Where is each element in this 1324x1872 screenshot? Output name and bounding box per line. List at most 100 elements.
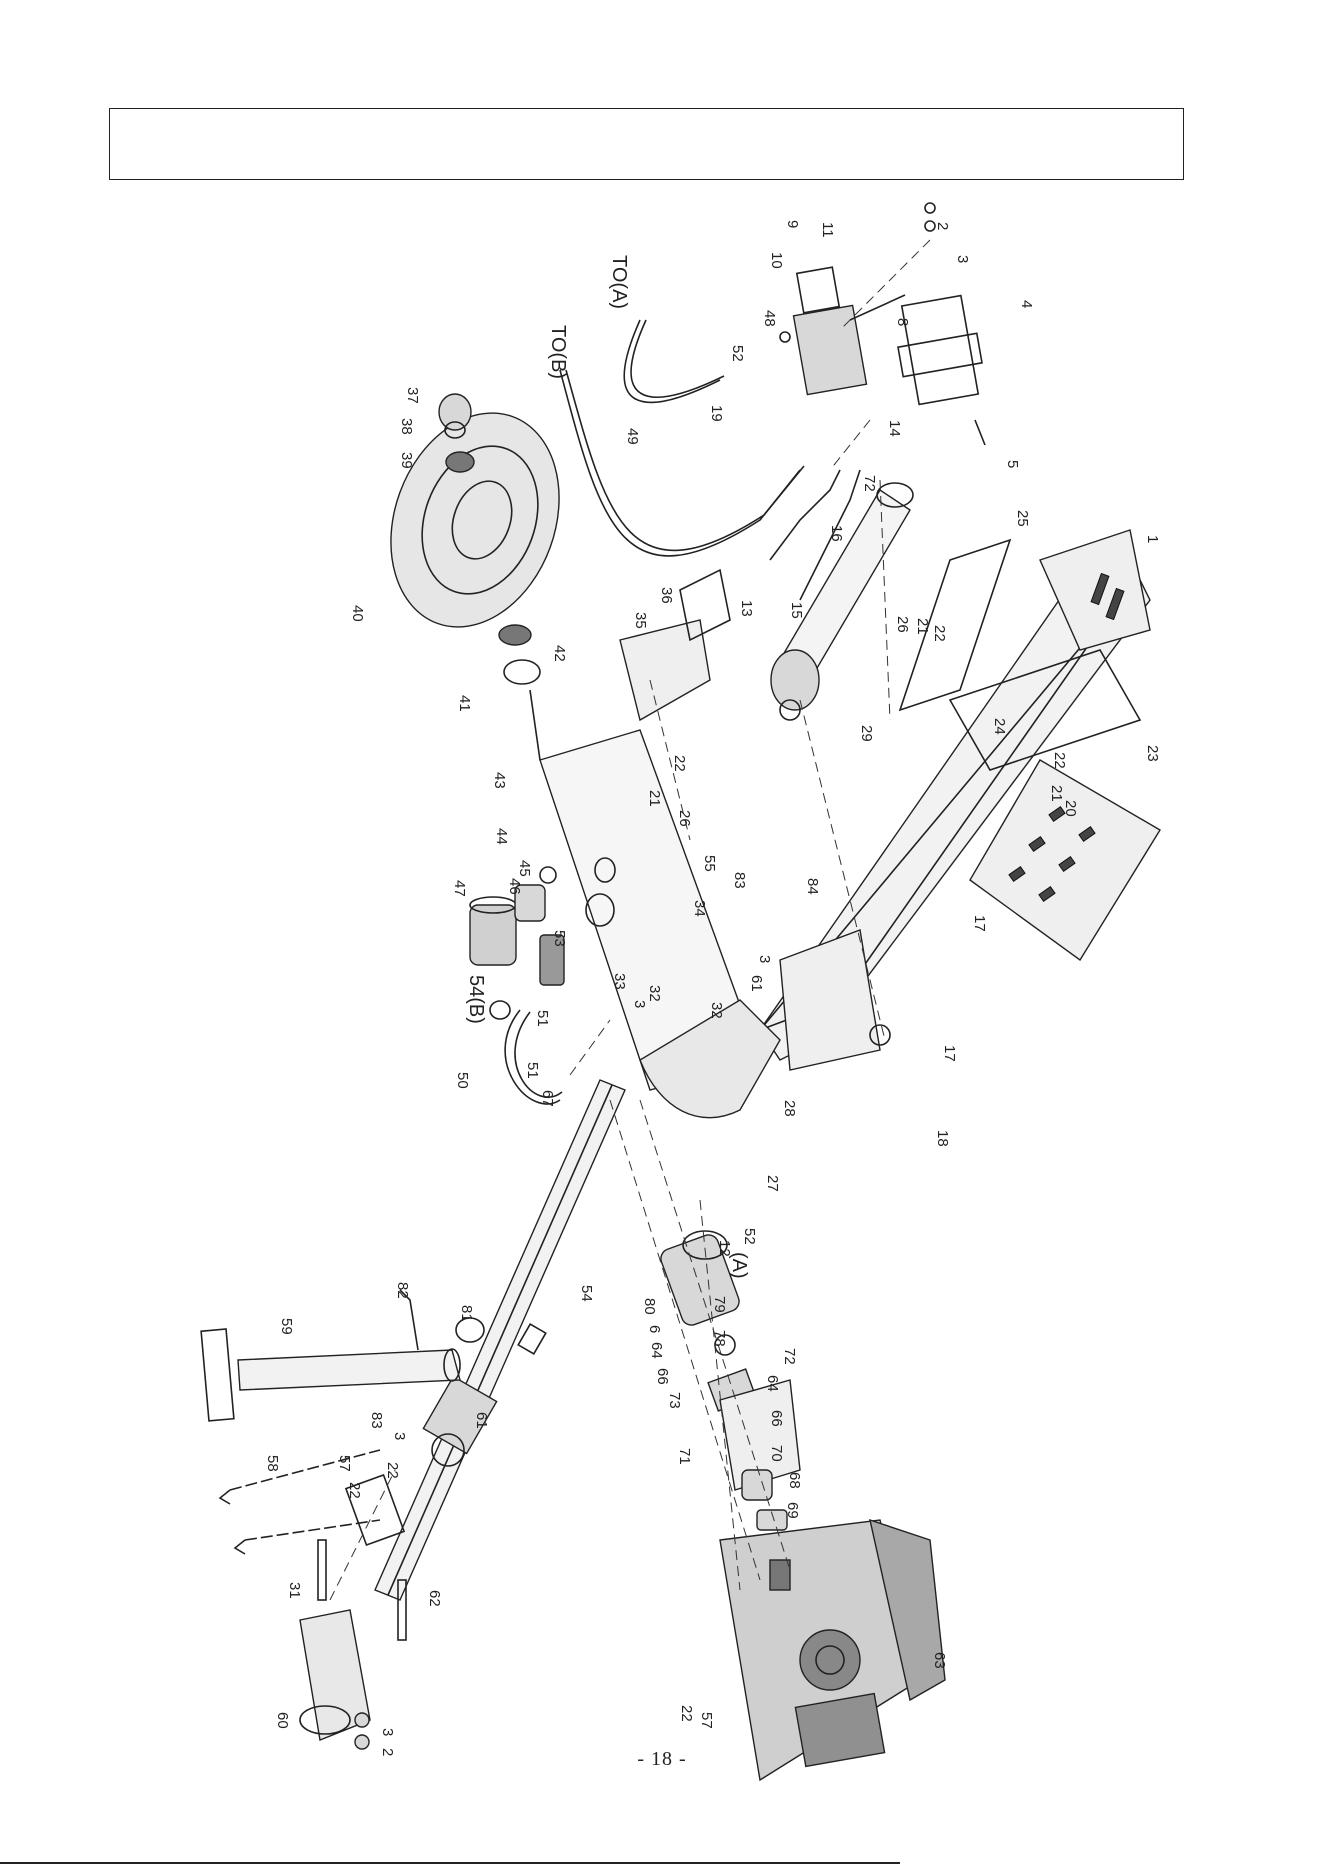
label-22e: 22 [346, 1482, 363, 1499]
label-42: 42 [551, 645, 568, 662]
label-3: 3 [954, 255, 971, 263]
label-31: 31 [286, 1582, 303, 1599]
bottom-rule [0, 1862, 900, 1864]
label-3d: 3 [379, 1728, 396, 1736]
label-8: 8 [894, 318, 911, 326]
label-46: 46 [506, 878, 523, 895]
jack-stand [200, 1289, 485, 1422]
label-85: 84 [804, 878, 821, 895]
label-51: 51 [534, 1010, 551, 1027]
label-82: 81 [458, 1305, 475, 1322]
label-34: 34 [691, 900, 708, 917]
label-11: 11 [819, 222, 836, 238]
label-58b: 57 [698, 1712, 715, 1729]
label-26: 26 [894, 616, 911, 633]
label-22f: 22 [678, 1705, 695, 1722]
label-53: 53 [551, 930, 568, 947]
hitch-coupler [299, 1539, 407, 1750]
label-18: 18 [934, 1130, 951, 1147]
label-84b: 83 [368, 1412, 385, 1429]
label-52: 52 [729, 345, 746, 362]
label-44: 44 [493, 828, 510, 845]
page-number: - 18 - [637, 1748, 687, 1770]
safety-chains [218, 1449, 381, 1555]
label-39: 39 [398, 452, 415, 469]
label-67: 66 [654, 1368, 671, 1385]
label-22c: 22 [1051, 752, 1068, 769]
label-68: 67 [539, 1090, 556, 1107]
tow-tongue [344, 1079, 626, 1601]
label-51b: 51 [524, 1062, 541, 1079]
label-3e: 3 [631, 1000, 648, 1008]
label-16: 16 [828, 525, 845, 542]
label-60: 59 [278, 1318, 295, 1335]
label-2: 2 [934, 222, 951, 230]
label-67b: 66 [768, 1410, 785, 1427]
label-58: 57 [336, 1455, 353, 1472]
label-72: 71 [676, 1448, 693, 1465]
hydraulic-hoses [504, 319, 805, 1105]
label-59: 58 [264, 1455, 281, 1472]
label-26b: 26 [676, 810, 693, 827]
label-84: 83 [731, 872, 748, 889]
label-79: 78 [711, 1330, 728, 1347]
label-63: 62 [426, 1590, 443, 1607]
label-22b: 22 [671, 755, 688, 772]
label-21b: 21 [646, 790, 663, 807]
label-32b: 32 [646, 985, 663, 1002]
label-47: 47 [451, 880, 468, 897]
label-62: 61 [748, 975, 765, 992]
label-22d: 22 [384, 1462, 401, 1479]
label-23: 23 [1144, 745, 1161, 762]
label-27: 27 [764, 1175, 781, 1192]
label-81: 80 [641, 1298, 658, 1315]
label-2b: 2 [379, 1748, 396, 1756]
label-5: 5 [1004, 460, 1021, 468]
label-21: 21 [914, 618, 931, 635]
label-57: 55 [701, 855, 718, 872]
label-9: 9 [784, 220, 801, 228]
label-70: 69 [784, 1502, 801, 1519]
label-13: 13 [738, 600, 755, 617]
reservoir-tank [539, 568, 781, 1119]
label-20: 20 [1062, 800, 1079, 817]
label-41: 41 [456, 695, 473, 712]
assembly-guidelines [329, 239, 931, 1601]
label-15: 15 [788, 602, 805, 619]
label-4: 4 [1018, 300, 1035, 308]
label-to-b: TO(B) [547, 325, 569, 379]
label-29: 29 [858, 725, 875, 742]
label-78: 73 [666, 1392, 683, 1409]
label-19: 19 [708, 405, 725, 422]
label-49: 49 [624, 428, 641, 445]
label-71: 70 [768, 1445, 785, 1462]
label-38: 38 [398, 418, 415, 435]
label-40: 40 [349, 605, 366, 622]
label-22: 22 [931, 625, 948, 642]
hydraulic-cylinder [769, 469, 914, 721]
label-64: 63 [931, 1652, 948, 1669]
label-62b: 61 [473, 1412, 490, 1429]
label-61: 60 [274, 1712, 291, 1729]
label-1: 1 [1144, 535, 1161, 543]
label-80: 79 [711, 1296, 728, 1313]
beam-assembly [757, 529, 1161, 1071]
label-50: 50 [454, 1072, 471, 1089]
label-17b: 17 [941, 1045, 958, 1062]
label-73: 72 [861, 475, 878, 492]
filter-assembly [469, 866, 565, 1020]
pump-assembly [660, 1230, 801, 1531]
label-3c: 3 [391, 1432, 408, 1440]
label-66: 64 [648, 1342, 665, 1359]
label-36: 36 [658, 587, 675, 604]
control-valve-assembly [779, 202, 986, 446]
label-to-a: TO(A) [608, 255, 630, 309]
label-6: 6 [646, 1325, 663, 1333]
label-45: 45 [516, 860, 533, 877]
label-33: 33 [611, 973, 628, 990]
part-labels: 1 2 3 4 5 8 9 10 11 12 13 14 15 16 17 17… [264, 220, 1161, 1756]
header-box [109, 108, 1184, 180]
label-37: 37 [404, 387, 421, 404]
